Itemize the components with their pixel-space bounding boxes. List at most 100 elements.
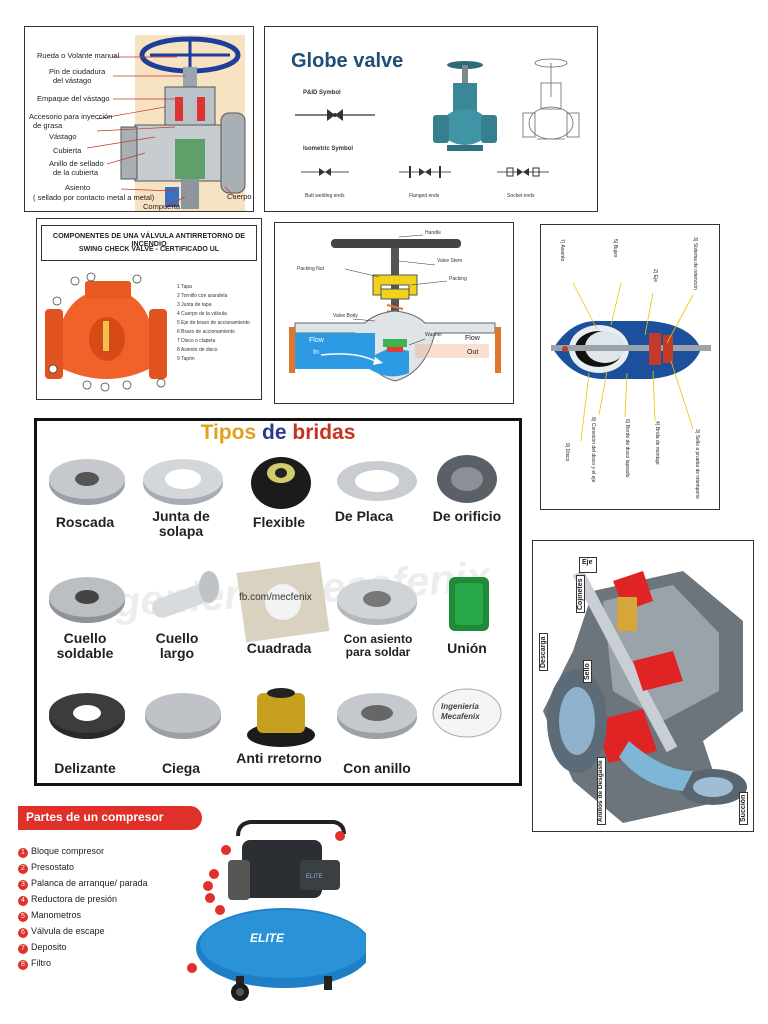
butt-welding-ends: Butt welding ends [305, 193, 345, 199]
socket-ends: Socket ends [507, 193, 535, 199]
swing-check-title-box: COMPONENTES DE UNA VÁLVULA ANTIRRETORNO … [41, 225, 257, 261]
valve-section-diagram [289, 234, 501, 382]
gate-label-bonnet-seal: Anillo de sellado [49, 159, 104, 168]
globe-valve-graphics [295, 58, 580, 178]
flange-flexible: Flexible [252, 514, 306, 530]
globe-valve-title: Globe valve [291, 50, 404, 72]
pump-label-discharge: Descarga [539, 633, 549, 671]
valve-section-panel: Handle Packing Nut Valve Stem Packing Va… [274, 222, 514, 404]
washer-label: Washer [425, 332, 443, 338]
valve-body-label: Valve Body [333, 313, 358, 319]
flange-delizante: Delizante [54, 760, 116, 776]
flange-junta-de-solapa: Junta de solapa [152, 508, 210, 539]
bf-label-bushings: 5) Bujes [612, 239, 618, 258]
isometric-symbol-label: Isometric Symbol [303, 146, 354, 152]
gate-label-handwheel: Rueda o Volante manual [37, 51, 120, 60]
compressor-title: Partes de un compresor [26, 810, 164, 824]
compressor-title-bar [18, 806, 202, 830]
gate-label-seat: Asiento [65, 183, 91, 192]
flange-anti-retorno: Anti rretorno [236, 750, 322, 766]
pump-label-box-shaft [579, 557, 597, 573]
gate-label-stem-pin-2: del vástago [53, 76, 92, 85]
flange-con-anillo: Con anillo [343, 760, 411, 776]
flange-con-asiento-para-soldar: Con asiento para soldar [343, 632, 413, 659]
flange-cuello-soldable: Cuello soldable [56, 630, 114, 661]
swing-check-title: COMPONENTES DE UNA VÁLVULA ANTIRRETORNO … [52, 231, 246, 248]
flow-in-label: Flow [309, 337, 324, 344]
pump-label-suction: Succión [739, 791, 749, 825]
swing-part-8: 8 Asiento de disco [177, 347, 218, 353]
gate-label-bonnet-seal-2: de la cubierta [53, 168, 99, 177]
globe-valve-panel: Globe valve P&ID Symbol Isometric Symbol [264, 26, 598, 212]
flange-roscada: Roscada [55, 514, 115, 530]
in-label: In [313, 349, 319, 356]
flange-illustrations [49, 455, 502, 747]
valve-stem-label: Valve Stem [437, 258, 463, 264]
compressor-brand: ELITE [250, 931, 285, 945]
flange-union: Unión [447, 640, 487, 656]
bf-label-flange: 4) Brida de montaje [654, 421, 660, 465]
bf-label-shaft: 2) Eje [652, 269, 658, 283]
packing-label: Packing [449, 276, 467, 282]
gate-label-grease-fitting: Accesorio para inyección [29, 112, 113, 121]
bf-label-retention: 3) Sistema de retención [692, 237, 698, 290]
bf-label-seat: 7) Asiento [559, 239, 565, 262]
handle-label: Handle [425, 230, 441, 236]
bf-label-disc: 9) Disco [564, 443, 570, 462]
flange-ciega: Ciega [161, 760, 201, 776]
gate-label-seat-2: ( sellado por contacto metal a metal) [33, 193, 155, 202]
gate-label-grease-fitting-2: de grasa [33, 121, 63, 130]
compressor-illustration: ELITE [187, 820, 366, 1001]
gate-label-stem: Vástago [49, 132, 77, 141]
flange-types-panel: Tipos de bridas Ingeniería Mecafenix fb.… [34, 418, 522, 786]
swing-part-9: 9 Tapón [177, 356, 195, 362]
swing-part-4: 4 Cuerpo de la válvula [177, 311, 227, 317]
fb-link-text: fb.com/mecfenix [239, 592, 312, 603]
logo-line-1: Ingenieria [441, 702, 479, 711]
swing-part-7: 7 Disco o clapeta [177, 338, 216, 344]
logo-line-2: Mecafenix [441, 712, 480, 721]
flange-title-word-3: bridas [292, 421, 356, 444]
flow-out-label: Flow [465, 335, 480, 342]
butterfly-valve-illustration [551, 282, 711, 442]
flange-de-placa: De Placa [334, 508, 394, 524]
out-label: Out [467, 349, 479, 356]
swing-check-panel: COMPONENTES DE UNA VÁLVULA ANTIRRETORNO … [36, 218, 262, 400]
bf-label-disc-edge: 6) Borde de disco lapeado [624, 419, 630, 478]
swing-part-1: 1 Tapa [177, 284, 192, 290]
pump-label-bearings: Cojinetes [576, 575, 586, 613]
gate-label-body: Cuerpo [227, 192, 252, 201]
pump-label-wear-rings: Anillos de Desgaste [597, 757, 606, 825]
swing-part-3: 3 Junta de tapa [177, 302, 212, 308]
flange-title-word-2: de [262, 421, 287, 444]
pump-label-shaft: Eje [582, 559, 593, 566]
butterfly-valve-panel: 7) Asiento 5) Bujes 2) Eje 3) Sistema de… [540, 224, 720, 510]
swing-part-6: 6 Brazo de accionamiento [177, 329, 235, 335]
gate-valve-illustration [86, 35, 246, 211]
flange-title-word-1: Tipos [200, 421, 257, 444]
pump-label-seal: Sello [583, 660, 593, 683]
flange-cuello-largo: Cuello largo [155, 630, 199, 661]
pump-cutaway-panel: Eje Cojinetes Sello Descarga Anillos de … [532, 540, 754, 832]
svg-text:ELITE: ELITE [306, 874, 323, 880]
pid-symbol-label: P&ID Symbol [303, 90, 341, 96]
gate-label-bonnet: Cubierta [53, 146, 82, 155]
swing-part-2: 2 Tornillo con arandela [177, 293, 228, 299]
gate-label-stem-packing: Empaque del vástago [37, 94, 110, 103]
pump-illustration [543, 569, 747, 823]
flange-cuadrada: Cuadrada [246, 640, 312, 656]
bf-label-disc-shaft: 8) Conexión del disco y el eje [590, 417, 596, 483]
bf-label-weather-seal: 3) Sello a prueba de intemperie [694, 429, 700, 499]
flange-types-title: Tipos de bridas [37, 421, 519, 445]
gate-label-stem-pin: Pin de ciudadura [49, 67, 106, 76]
packing-nut-label: Packing Nut [297, 266, 324, 272]
